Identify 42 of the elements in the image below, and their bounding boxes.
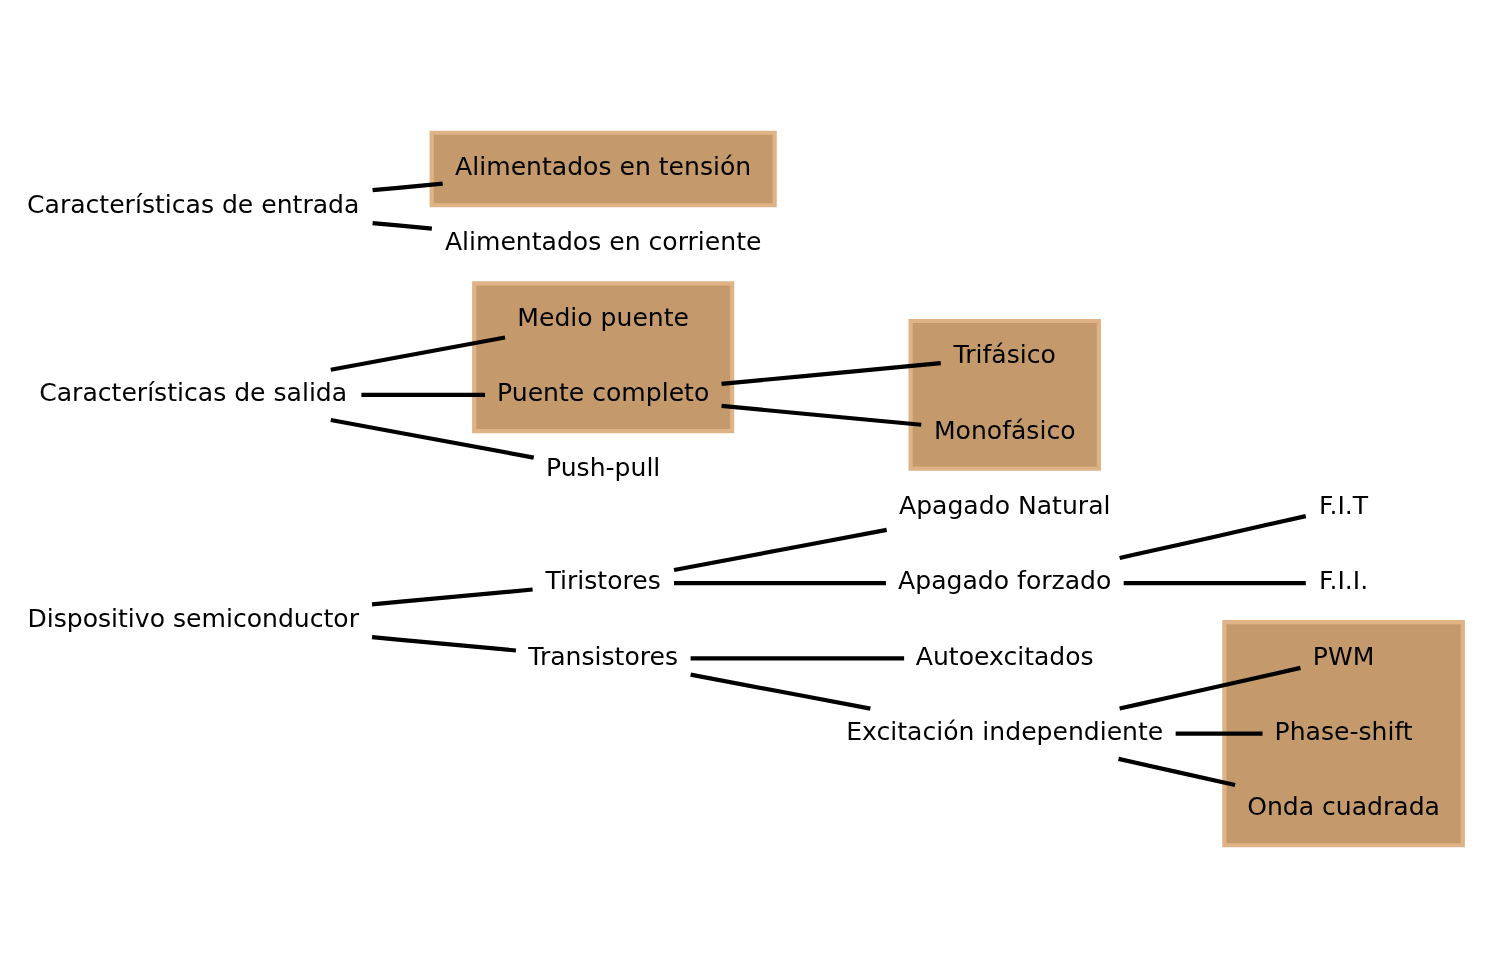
node-text: F.I.I. xyxy=(1319,565,1369,595)
connector xyxy=(1123,580,1306,585)
connector xyxy=(721,403,922,427)
connector xyxy=(674,580,886,585)
connector xyxy=(1119,665,1301,711)
node-text: Puente completo xyxy=(497,377,710,407)
node-text: Apagado Natural xyxy=(899,490,1111,520)
node-text: Tiristores xyxy=(545,565,661,595)
connector xyxy=(372,220,433,231)
node-text: F.I.T xyxy=(1319,490,1369,520)
node-text: Push-pull xyxy=(545,452,661,482)
connector xyxy=(1175,731,1263,736)
connector xyxy=(673,527,888,572)
node-text: Apagado forzado xyxy=(898,565,1112,595)
connector xyxy=(361,392,486,397)
node-text: Alimentados en corriente xyxy=(444,226,762,256)
cluster xyxy=(472,280,735,433)
connector xyxy=(372,181,443,192)
node-text: Características de entrada xyxy=(27,189,360,219)
connector xyxy=(690,655,905,660)
node-text: Monofásico xyxy=(933,415,1076,445)
cluster xyxy=(908,318,1101,471)
connector xyxy=(330,417,535,460)
connector xyxy=(371,586,533,606)
cluster xyxy=(1222,619,1465,847)
node-text: Transistores xyxy=(528,641,679,671)
connector xyxy=(690,672,871,711)
node-text: Dispositivo semiconductor xyxy=(27,603,360,633)
node-text: Medio puente xyxy=(517,302,689,332)
node-text: Autoexcitados xyxy=(915,641,1094,671)
connector xyxy=(721,360,941,386)
node-text: Características de salida xyxy=(39,377,348,407)
node-text: Phase-shift xyxy=(1274,716,1413,746)
connector xyxy=(371,634,517,653)
cluster xyxy=(429,130,777,207)
node-text: Onda cuadrada xyxy=(1247,791,1440,821)
node-text: Excitación independiente xyxy=(846,716,1164,746)
connector xyxy=(330,334,506,372)
node-text: PWM xyxy=(1312,641,1375,671)
node-text: Alimentados en tensión xyxy=(455,151,752,181)
node-text: Trifásico xyxy=(953,339,1056,369)
connector xyxy=(1119,513,1307,560)
